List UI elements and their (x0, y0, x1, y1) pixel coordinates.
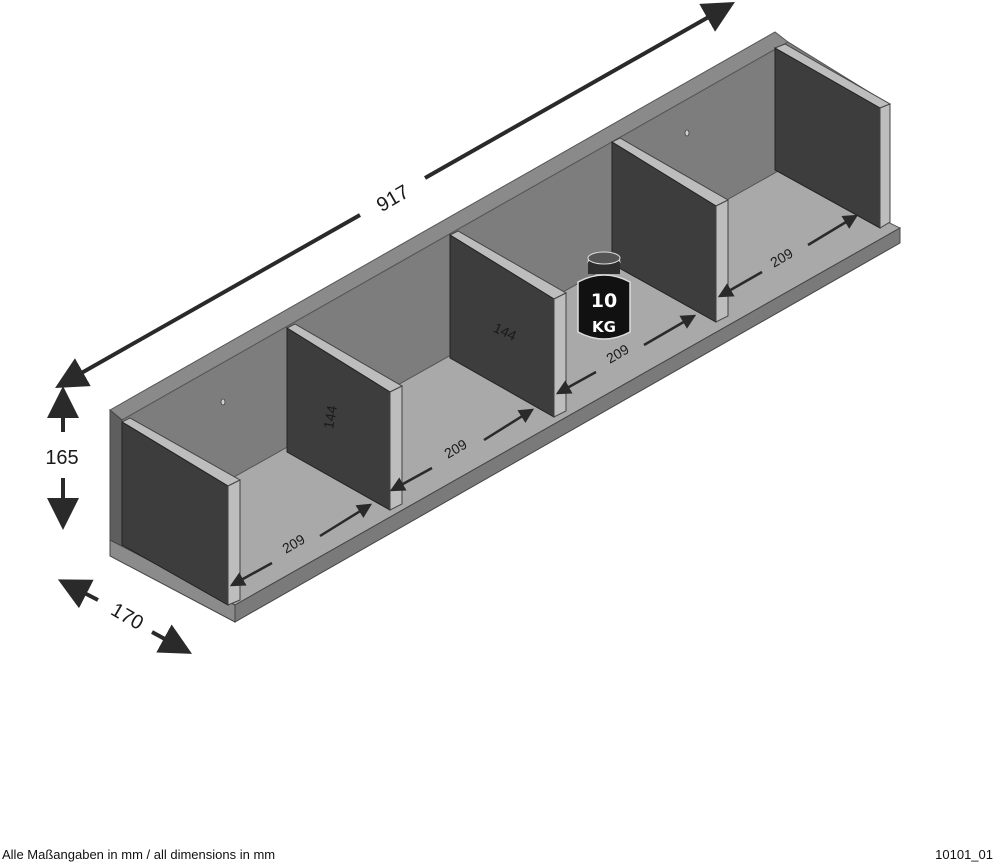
right-side-panel (773, 43, 892, 229)
bottom-board-right-edge (234, 227, 901, 623)
depth-dimension (57, 579, 193, 654)
back-panel-left-side (109, 408, 123, 549)
compartment-dimensions (229, 214, 859, 587)
weight-unit: KG (592, 318, 616, 336)
diagram-code: 10101_01 (935, 847, 993, 862)
depth-label: 170 (107, 599, 147, 635)
weight-value: 10 (591, 290, 617, 312)
mounting-hole (220, 398, 226, 406)
units-note: Alle Maßangaben in mm / all dimensions i… (2, 847, 276, 862)
height-label: 165 (45, 447, 78, 469)
shelf-body (109, 31, 902, 623)
divider-1 (285, 323, 404, 511)
mounting-hole (684, 129, 690, 137)
width-dimension (55, 2, 735, 388)
divider-2 (448, 230, 568, 418)
divider-height-label: 144 (320, 404, 340, 430)
weight-icon: 10 KG (577, 251, 631, 340)
overall-width-label: 917 (373, 181, 413, 217)
